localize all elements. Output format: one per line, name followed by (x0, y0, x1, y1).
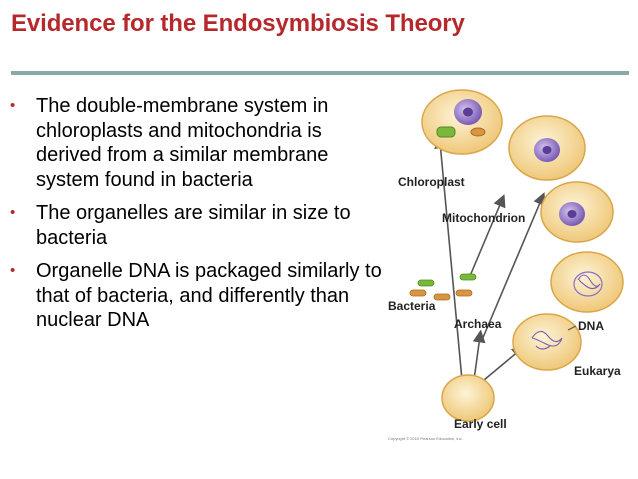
animal-cell-1 (508, 115, 586, 181)
arrow-archaea-up (481, 192, 546, 341)
cell-with-dna (550, 251, 624, 313)
bullet-item: • Organelle DNA is packaged similarly to… (10, 259, 382, 333)
bullet-text: The organelles are similar in size to ba… (36, 202, 351, 249)
bullet-text: The double-membrane system in chloroplas… (36, 95, 329, 191)
arrow-to-eukarya (483, 345, 525, 381)
label-archaea: Archaea (454, 317, 502, 331)
mitochondrion-organelle (470, 127, 486, 137)
slide-title: Evidence for the Endosymbiosis Theory (11, 10, 465, 37)
label-early-cell: Early cell (454, 417, 507, 431)
eukarya-cell (512, 313, 582, 371)
arrow-to-archaea (472, 329, 486, 381)
early-cell (441, 374, 495, 422)
bullet-item: • The organelles are similar in size to … (10, 201, 382, 250)
dna-pointer-line (567, 325, 577, 331)
animal-cell-2 (540, 181, 614, 243)
label-dna: DNA (578, 319, 604, 333)
arrow-to-chloroplast-cell (434, 135, 463, 381)
bullet-marker: • (10, 204, 16, 221)
bullet-text: Organelle DNA is packaged similarly to t… (36, 260, 382, 331)
bullet-list: • The double-membrane system in chloropl… (10, 94, 382, 342)
bullet-item: • The double-membrane system in chloropl… (10, 94, 382, 192)
endosymbiosis-figure: Chloroplast Mitochondrion Bacteria Archa… (382, 80, 638, 450)
label-bacteria: Bacteria (388, 299, 436, 313)
label-eukarya: Eukarya (574, 364, 621, 378)
label-chloroplast: Chloroplast (398, 175, 465, 189)
bullet-marker: • (10, 97, 16, 114)
arrow-bacteria-to-mitochondrion-cell (469, 194, 506, 277)
bullet-marker: • (10, 262, 16, 279)
title-divider (11, 71, 629, 75)
evolution-diagram: Chloroplast Mitochondrion Bacteria Archa… (388, 89, 624, 441)
plant-cell (421, 89, 503, 155)
bacteria-cluster (409, 273, 477, 301)
chloroplast-organelle (436, 126, 456, 138)
figure-copyright: Copyright © 2010 Pearson Education, Inc. (388, 436, 463, 441)
label-mitochondrion: Mitochondrion (442, 211, 525, 225)
